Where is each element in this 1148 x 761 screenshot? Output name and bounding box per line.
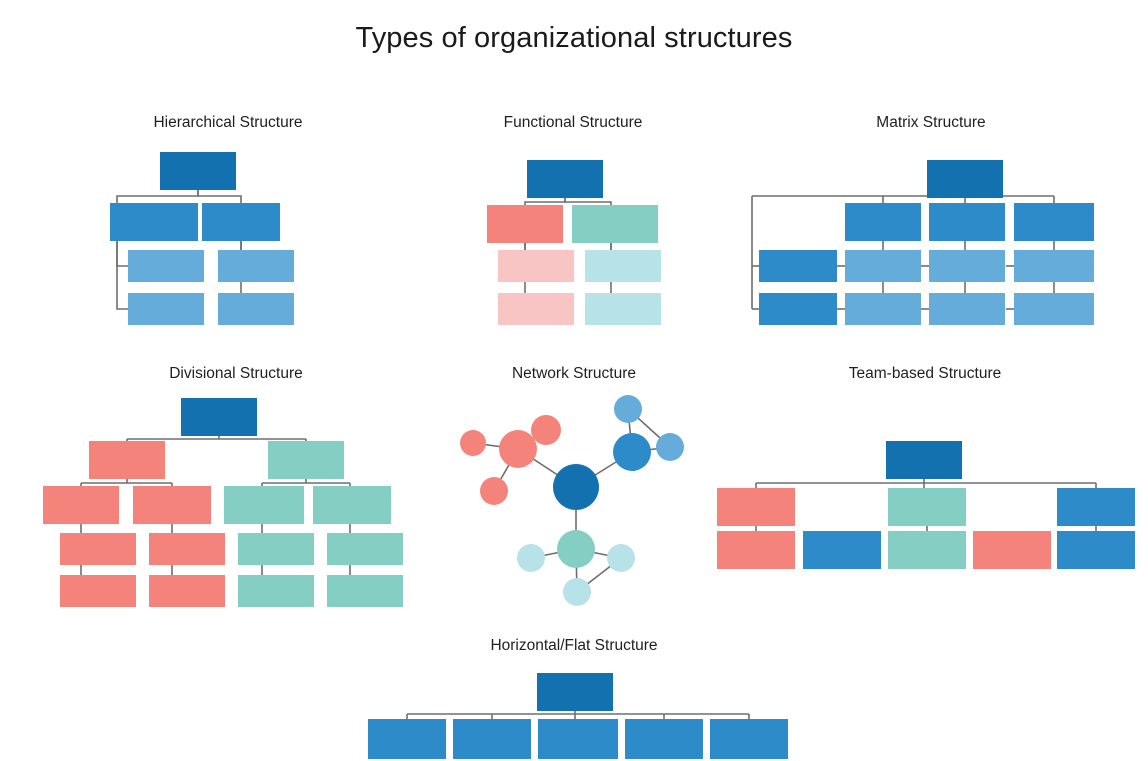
connector-functional-1 [564,198,612,205]
team-based-team-2[interactable] [888,488,966,526]
divisional-leaf-1-1-1[interactable] [60,533,136,565]
network-node-blue-1[interactable] [614,395,642,423]
matrix-cell-2-2[interactable] [929,293,1005,325]
network-hub-teal[interactable] [557,530,595,568]
divisional-branch-1[interactable] [89,441,165,479]
diagram-title-team-based: Team-based Structure [848,365,1002,382]
functional-branch-2[interactable] [572,205,658,243]
matrix-row-2[interactable] [759,293,837,325]
divisional-leaf-1-2-1[interactable] [149,533,225,565]
horizontal-flat-unit-4[interactable] [625,719,703,759]
team-based-member-4[interactable] [973,531,1051,569]
team-based-member-5[interactable] [1057,531,1135,569]
hierarchical-branch-1[interactable] [110,203,198,241]
network-hub-center[interactable] [553,464,599,510]
matrix-col-3[interactable] [1014,203,1094,241]
horizontal-flat-unit-3[interactable] [538,719,618,759]
diagram-title-horizontal-flat: Horizontal/Flat Structure [490,637,658,654]
team-based-member-2[interactable] [803,531,881,569]
network-node-teal-2[interactable] [607,544,635,572]
team-based-member-1[interactable] [717,531,795,569]
hierarchical-leaf-2-2[interactable] [218,293,294,325]
hierarchical-leaf-2-1[interactable] [218,250,294,282]
network-node-salmon-3[interactable] [480,477,508,505]
diagram-title-functional: Functional Structure [503,114,643,131]
divisional-sub-2-1[interactable] [224,486,304,524]
diagram-title-matrix: Matrix Structure [876,114,986,131]
matrix-col-2[interactable] [929,203,1005,241]
divisional-leaf-2-2-2[interactable] [327,575,403,607]
divisional-leaf-1-2-2[interactable] [149,575,225,607]
horizontal-flat-unit-1[interactable] [368,719,446,759]
matrix-cell-1-3[interactable] [1014,250,1094,282]
matrix-root[interactable] [927,160,1003,198]
functional-leaf-1-2[interactable] [498,293,574,325]
horizontal-flat-unit-2[interactable] [453,719,531,759]
divisional-sub-1-2[interactable] [133,486,211,524]
diagram-title-hierarchical: Hierarchical Structure [153,114,303,131]
functional-leaf-2-2[interactable] [585,293,661,325]
connector-hierarchical-1 [197,190,242,203]
network-hub-salmon[interactable] [499,430,537,468]
divisional-leaf-2-1-1[interactable] [238,533,314,565]
matrix-cell-1-2[interactable] [929,250,1005,282]
network-node-salmon-1[interactable] [460,430,486,456]
diagram-title-divisional: Divisional Structure [169,365,303,382]
matrix-row-1[interactable] [759,250,837,282]
matrix-cell-1-1[interactable] [845,250,921,282]
divisional-leaf-1-1-2[interactable] [60,575,136,607]
functional-root[interactable] [527,160,603,198]
connector-hierarchical-0 [116,190,199,203]
hierarchical-root[interactable] [160,152,236,190]
hierarchical-leaf-1-1[interactable] [128,250,204,282]
network-node-teal-1[interactable] [517,544,545,572]
page-title: Types of organizational structures [355,22,793,54]
matrix-cell-2-3[interactable] [1014,293,1094,325]
team-based-team-1[interactable] [717,488,795,526]
network-node-blue-2[interactable] [656,433,684,461]
divisional-branch-2[interactable] [268,441,344,479]
matrix-col-1[interactable] [845,203,921,241]
functional-leaf-1-1[interactable] [498,250,574,282]
functional-branch-1[interactable] [487,205,563,243]
divisional-leaf-2-2-1[interactable] [327,533,403,565]
hierarchical-leaf-1-2[interactable] [128,293,204,325]
connector-functional-0 [524,198,566,205]
matrix-cell-2-1[interactable] [845,293,921,325]
team-based-team-3[interactable] [1057,488,1135,526]
hierarchical-branch-2[interactable] [202,203,280,241]
team-based-root[interactable] [886,441,962,479]
divisional-leaf-2-1-2[interactable] [238,575,314,607]
connector-hierarchical-3 [116,241,128,310]
divisional-sub-1-1[interactable] [43,486,119,524]
divisional-root[interactable] [181,398,257,436]
horizontal-flat-unit-5[interactable] [710,719,788,759]
connector-hierarchical-2 [116,241,128,267]
divisional-sub-2-2[interactable] [313,486,391,524]
team-based-member-3[interactable] [888,531,966,569]
horizontal-flat-root[interactable] [537,673,613,711]
network-node-teal-3[interactable] [563,578,591,606]
diagram-title-network: Network Structure [511,365,637,382]
network-node-salmon-2[interactable] [531,415,561,445]
network-hub-blue[interactable] [613,433,651,471]
functional-leaf-2-1[interactable] [585,250,661,282]
